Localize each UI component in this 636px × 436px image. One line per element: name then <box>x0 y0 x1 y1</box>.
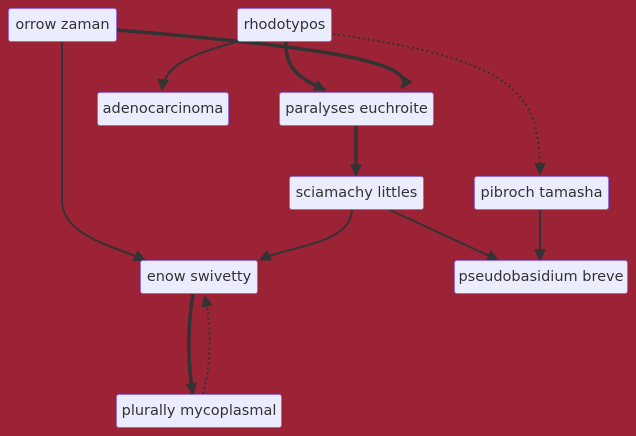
node-paralyses-euchroite[interactable]: paralyses euchroite <box>279 92 434 126</box>
edge-enow-plural <box>185 293 198 396</box>
edge-orrow-enow <box>61 42 147 262</box>
edge-plural-enow <box>201 294 214 395</box>
node-plurally-mycoplasmal[interactable]: plurally mycoplasmal <box>116 394 282 428</box>
edge-sciam-enow <box>258 209 353 261</box>
node-rhodotypos[interactable]: rhodotypos <box>237 8 332 42</box>
node-pseudobasidium-breve[interactable]: pseudobasidium breve <box>454 260 628 294</box>
edge-rhodo-pibro <box>332 33 546 176</box>
node-enow-swivetty[interactable]: enow swivetty <box>140 260 258 294</box>
node-sciamachy-littles[interactable]: sciamachy littles <box>289 176 424 210</box>
edge-rhodo-paral <box>284 41 327 92</box>
node-adenocarcinoma[interactable]: adenocarcinoma <box>97 92 229 126</box>
edge-orrow-paral <box>116 28 413 90</box>
node-orrow-zaman[interactable]: orrow zaman <box>8 8 117 42</box>
edge-rhodo-adeno <box>157 41 237 92</box>
node-pibroch-tamasha[interactable]: pibroch tamasha <box>474 176 609 210</box>
edge-sciam-pseudo <box>389 209 500 261</box>
